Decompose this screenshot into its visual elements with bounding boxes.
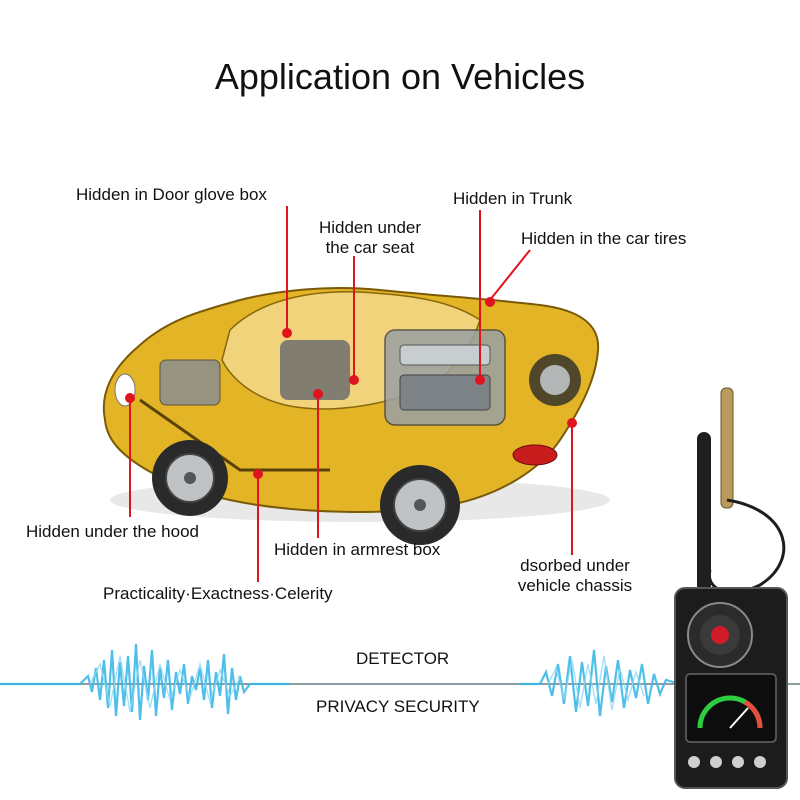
label-chassis-line1: dsorbed under <box>520 556 630 575</box>
banner-privacy-security: PRIVACY SECURITY <box>316 697 480 716</box>
pointer-lines <box>129 206 573 582</box>
page-title: Application on Vehicles <box>214 56 586 97</box>
detector-device <box>674 387 788 789</box>
label-glove-box: Hidden in Door glove box <box>76 185 267 204</box>
label-hood: Hidden under the hood <box>26 522 199 541</box>
label-chassis: dsorbed under vehicle chassis <box>500 556 650 596</box>
car-illustration <box>102 287 610 545</box>
label-trunk: Hidden in Trunk <box>453 189 573 208</box>
label-tires: Hidden in the car tires <box>521 229 687 248</box>
sound-wave <box>0 643 800 721</box>
label-armrest: Hidden in armrest box <box>274 540 441 559</box>
label-car-seat-line1: Hidden under <box>318 218 422 237</box>
pointer-dots <box>125 297 577 479</box>
label-chassis-line2: vehicle chassis <box>517 576 633 595</box>
banner-detector: DETECTOR <box>356 649 450 668</box>
label-car-seat-line2: the car seat <box>325 238 415 257</box>
label-car-seat: Hidden under the car seat <box>300 218 440 258</box>
tagline: Practicality·Exactness·Celerity <box>103 584 333 603</box>
